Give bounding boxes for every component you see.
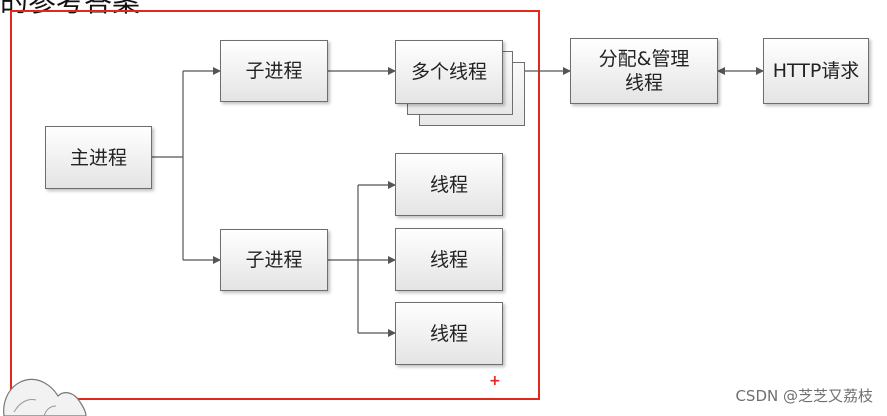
child-process-top-node: 子进程 (220, 40, 328, 102)
allocator-node: 分配&管理 线程 (570, 38, 718, 104)
multi-threads-node: 多个线程 (395, 40, 503, 104)
main-process-node: 主进程 (45, 126, 152, 189)
child-process-bottom-node: 子进程 (220, 229, 328, 291)
http-request-node: HTTP请求 (763, 38, 869, 104)
cursor-plus-icon: + (489, 373, 501, 389)
mascot-fragment-icon (3, 378, 87, 416)
thread-node-3: 线程 (395, 302, 503, 365)
thread-node-2: 线程 (395, 228, 503, 291)
highlight-frame (10, 10, 540, 400)
thread-node-1: 线程 (395, 153, 503, 216)
watermark: CSDN @芝芝又荔枝 (735, 387, 873, 405)
